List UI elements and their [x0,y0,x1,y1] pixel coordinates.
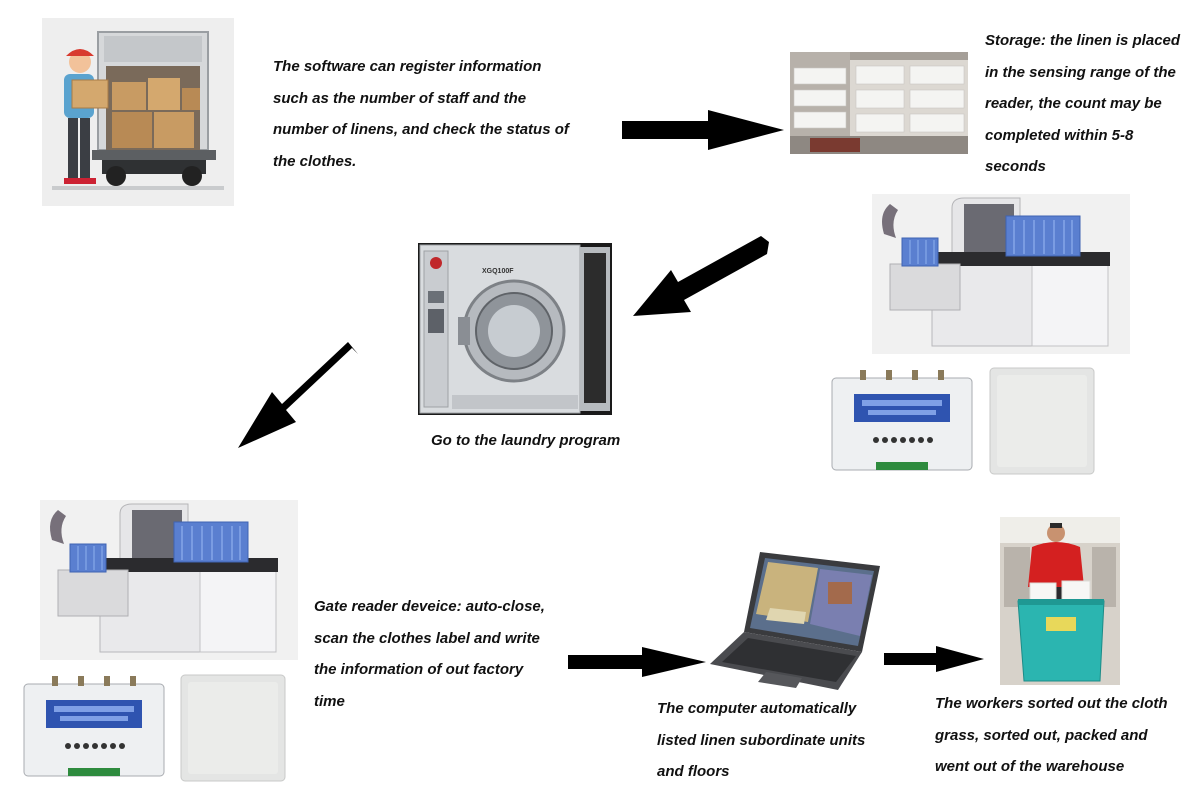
flow-arrow-right [568,647,706,677]
storage-line: completed within 5-8 [985,126,1134,144]
gate-line: time [314,692,345,710]
worker-cart-image [1000,517,1120,685]
storage-line: Storage: the linen is placed [985,32,1181,49]
rfid-reader-image-bottom [20,674,168,780]
gate-line: scan the clothes label and write [314,629,540,647]
workers-line: went out of the warehouse [935,758,1125,775]
software-line: number of linens, and check the status o… [273,121,569,138]
computer-line: The computer automatically [657,700,857,717]
computer-line: and floors [657,763,730,780]
gate-reader-image-top [872,194,1130,354]
workers-line: grass, sorted out, packed and [935,726,1148,744]
gate-line: the information of out factory [314,661,524,678]
rfid-antenna-image-top [989,367,1095,475]
washing-machine-image: XGQ100F [418,243,612,415]
flow-arrow-down-left [633,236,769,316]
software-description: The software can register information su… [273,51,569,177]
storage-line: seconds [985,158,1046,175]
washer-model-label: XGQ100F [482,268,514,275]
workers-description: The workers sorted out the cloth grass, … [935,688,1168,783]
computer-line: listed linen subordinate units [657,731,866,749]
software-line: The software can register information [273,58,542,75]
flow-arrow-right [622,110,784,150]
laundry-label: Go to the laundry program [431,432,621,449]
rfid-reader-image-top [828,368,976,472]
gate-reader-image-bottom [40,500,298,660]
gate-description: Gate reader deveice: auto-close, scan th… [314,591,545,717]
flow-arrow-right [884,646,984,672]
workers-line: The workers sorted out the cloth [935,695,1168,712]
storage-line: reader, the count may be [985,95,1162,112]
delivery-truck-image [42,18,234,206]
computer-description: The computer automatically listed linen … [657,693,865,788]
gate-line: Gate reader deveice: auto-close, [314,598,545,615]
laptop-image [710,548,882,694]
rfid-antenna-image-bottom [180,674,286,782]
storage-line: in the sensing range of the [985,63,1176,81]
software-line: the clothes. [273,152,357,170]
storage-shelves-image [790,52,968,154]
flow-arrow-down-left [238,342,358,448]
software-line: such as the number of staff and the [273,89,527,107]
storage-description: Storage: the linen is placed in the sens… [985,25,1180,183]
